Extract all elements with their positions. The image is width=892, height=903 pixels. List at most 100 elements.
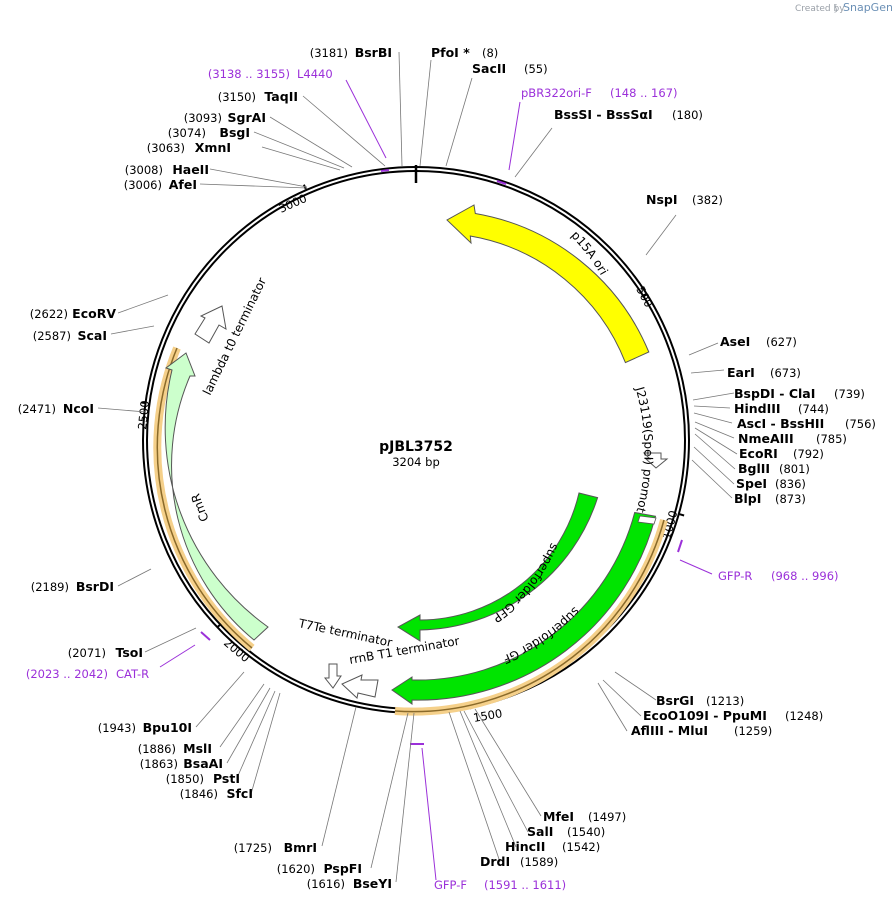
site-pos: (1846) bbox=[180, 787, 218, 801]
feature-label-cmr: CmR bbox=[188, 492, 211, 524]
site-pos: (8) bbox=[482, 46, 498, 60]
primer-connectors bbox=[159, 79, 713, 881]
tick-label-1500: 1500 bbox=[472, 706, 503, 725]
site-label: NspI bbox=[646, 192, 678, 207]
site-label: SalI bbox=[527, 824, 553, 839]
site-label: TsoI bbox=[115, 645, 143, 660]
site-pos: (1863) bbox=[140, 757, 178, 771]
site-pos: (1850) bbox=[166, 772, 204, 786]
site-label: AscI - BssHII bbox=[737, 416, 824, 431]
site-pos: (2622) bbox=[30, 307, 68, 321]
primer-label: GFP-F bbox=[434, 878, 467, 892]
feature-label-j23119: J23119(SpeI) promoter bbox=[630, 384, 656, 526]
site-pos: (1248) bbox=[785, 709, 823, 723]
site-label: HaeII bbox=[172, 162, 209, 177]
site-pos: (1620) bbox=[277, 862, 315, 876]
feature-label-gfp-inner: superfolder GFP bbox=[490, 541, 561, 625]
site-pos: (756) bbox=[845, 417, 876, 431]
site-label: MslI bbox=[183, 741, 212, 756]
site-label: AflIII - MluI bbox=[631, 723, 708, 738]
site-pos: (873) bbox=[775, 492, 806, 506]
site-label: EarI bbox=[727, 365, 755, 380]
plasmid-length: 3204 bp bbox=[392, 455, 440, 469]
feature-p15a-ori[interactable]: p15A ori bbox=[446, 204, 650, 364]
site-pos: (3181) bbox=[310, 46, 348, 60]
site-pos: (801) bbox=[779, 462, 810, 476]
site-pos: (2471) bbox=[18, 402, 56, 416]
site-label: MfeI bbox=[543, 809, 574, 824]
site-pos: (2587) bbox=[33, 329, 71, 343]
site-label: EcoRI bbox=[739, 446, 778, 461]
site-pos: (3074) bbox=[168, 126, 206, 140]
primer-range: (2023 .. 2042) bbox=[26, 667, 108, 681]
feature-lambda-t0-terminator[interactable]: lambda t0 terminator bbox=[194, 275, 269, 397]
primer-range: (968 .. 996) bbox=[771, 569, 839, 583]
primer-label: pBR322ori-F bbox=[521, 86, 592, 100]
sites-right-labels: PfoI * (8) SacII (55) BssSI - BssSαI (18… bbox=[431, 45, 876, 869]
tick-label-500: 500 bbox=[633, 284, 656, 310]
snapgene-brand: SnapGene bbox=[843, 1, 892, 14]
primer-range: (1591 .. 1611) bbox=[484, 878, 566, 892]
site-pos: (3008) bbox=[125, 163, 163, 177]
site-label: BssSI - BssSαI bbox=[554, 107, 653, 122]
site-label: DrdI bbox=[480, 854, 510, 869]
primer-range: (3138 .. 3155) bbox=[208, 67, 290, 81]
site-pos: (1542) bbox=[562, 840, 600, 854]
site-label: EcoO109I - PpuMI bbox=[643, 708, 767, 723]
primer-label: L4440 bbox=[297, 67, 333, 81]
feature-cmr[interactable]: CmR bbox=[164, 352, 269, 641]
site-pos: (3150) bbox=[218, 90, 256, 104]
site-pos: (1725) bbox=[234, 841, 272, 855]
site-label: BmrI bbox=[284, 840, 317, 855]
site-pos: (2071) bbox=[68, 646, 106, 660]
site-pos: (785) bbox=[816, 432, 847, 446]
site-pos: (792) bbox=[793, 447, 824, 461]
site-pos: (744) bbox=[798, 402, 829, 416]
site-pos: (3063) bbox=[147, 141, 185, 155]
site-label: BsgI bbox=[219, 125, 250, 140]
primer-label: GFP-R bbox=[718, 569, 752, 583]
site-label: BglII bbox=[738, 461, 770, 476]
primer-label: CAT-R bbox=[116, 667, 149, 681]
site-label: AfeI bbox=[169, 177, 197, 192]
site-pos: (836) bbox=[775, 477, 806, 491]
site-label: EcoRV bbox=[72, 306, 116, 321]
plasmid-name: pJBL3752 bbox=[379, 439, 453, 455]
site-label: BlpI bbox=[734, 491, 761, 506]
feature-j23119-promoter[interactable]: J23119(SpeI) promoter bbox=[630, 384, 669, 527]
site-label: SacII bbox=[472, 61, 506, 76]
site-label: HindIII bbox=[734, 401, 781, 416]
site-pos: (627) bbox=[766, 335, 797, 349]
site-label: Bpu10I bbox=[143, 720, 192, 735]
site-label: BsrGI bbox=[656, 693, 694, 708]
site-pos: (1886) bbox=[138, 742, 176, 756]
site-label: SgrAI bbox=[228, 110, 266, 125]
site-pos: (1497) bbox=[588, 810, 626, 824]
feature-superfolder-gfp-outer[interactable]: superfolder GFP bbox=[0, 0, 657, 705]
created-by-text: Created by bbox=[795, 4, 845, 14]
site-label: BseYI bbox=[353, 876, 392, 891]
site-label: NmeAIII bbox=[738, 431, 794, 446]
site-label: SfcI bbox=[226, 786, 253, 801]
site-label: PspFI bbox=[323, 861, 362, 876]
site-label: PstI bbox=[213, 771, 240, 786]
primer-labels: (3138 .. 3155) L4440 pBR322ori-F (148 ..… bbox=[26, 67, 839, 892]
site-pos: (382) bbox=[692, 193, 723, 207]
site-label: ScaI bbox=[78, 328, 108, 343]
site-pos: (3093) bbox=[184, 111, 222, 125]
site-pos: (673) bbox=[770, 366, 801, 380]
site-label: AseI bbox=[720, 334, 750, 349]
site-label: PfoI * bbox=[431, 45, 470, 60]
orf-highlight-gfp bbox=[394, 518, 668, 716]
site-pos: (1616) bbox=[307, 877, 345, 891]
site-label: XmnI bbox=[195, 140, 231, 155]
primer-range: (148 .. 167) bbox=[610, 86, 678, 100]
site-label: BsrBI bbox=[355, 45, 392, 60]
site-label: NcoI bbox=[63, 401, 94, 416]
site-label: BsrDI bbox=[76, 579, 114, 594]
site-label: SpeI bbox=[736, 476, 767, 491]
orf-highlight-cmr bbox=[153, 346, 255, 652]
site-pos: (2189) bbox=[31, 580, 69, 594]
tick-label-2500: 2500 bbox=[135, 400, 152, 431]
